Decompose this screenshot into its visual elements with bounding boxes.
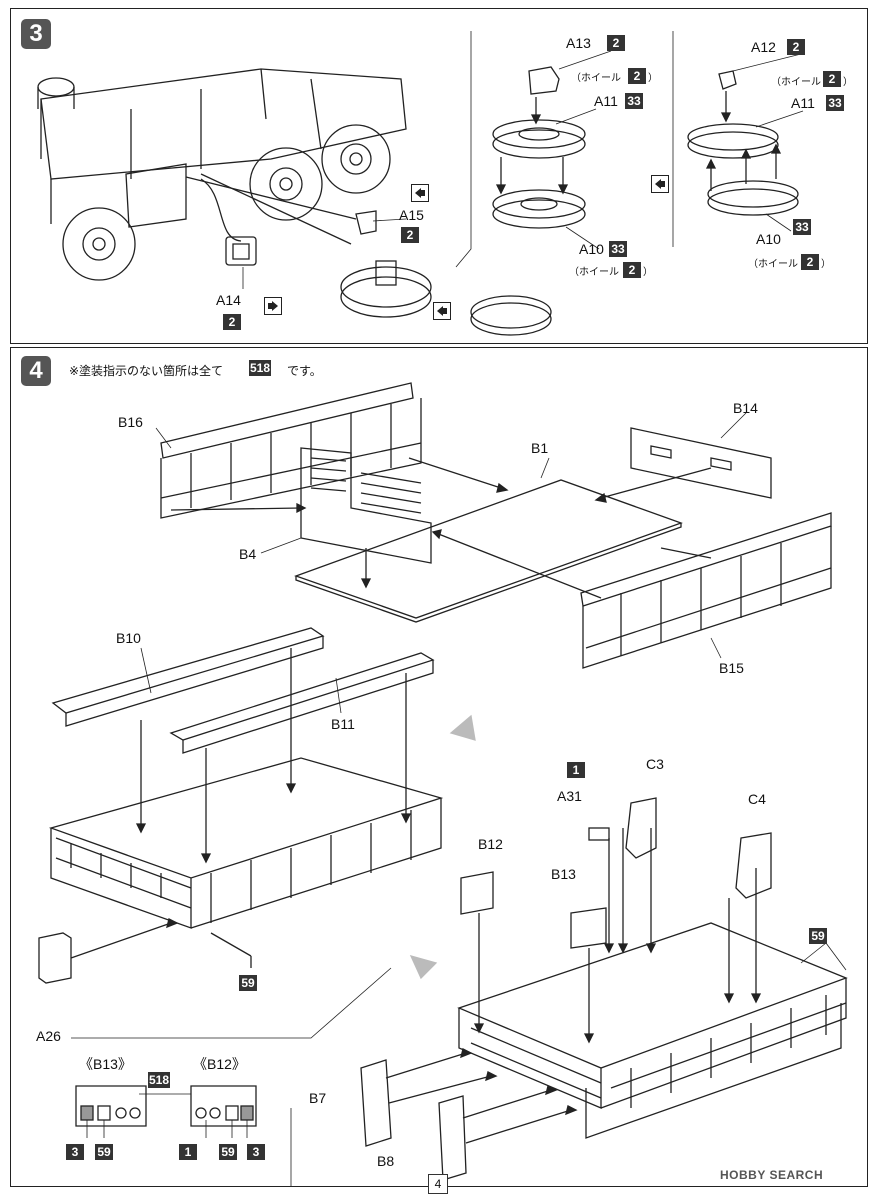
detail-label-b12: 《B12》 — [193, 1056, 246, 1072]
part-label-a15: A15 — [399, 207, 424, 223]
part-label-b7: B7 — [309, 1090, 327, 1106]
color-code-box: 59 — [95, 1144, 113, 1160]
part-label-a26: A26 — [36, 1028, 61, 1044]
rotate-view-icon — [651, 175, 669, 193]
wheel-note-end: ） — [821, 259, 831, 270]
color-code-box: 33 — [609, 241, 627, 257]
color-code-box: 2 — [607, 35, 625, 51]
part-label-b15: B15 — [719, 660, 744, 676]
color-code-box: 3 — [247, 1144, 265, 1160]
color-code-box: 2 — [787, 39, 805, 55]
color-code-box: 2 — [623, 262, 641, 278]
color-code-box: 59 — [239, 975, 257, 991]
part-label-a10: A10 — [579, 241, 604, 257]
step-3-illustration — [37, 31, 804, 336]
color-code-box: 3 — [66, 1144, 84, 1160]
color-code-box: 2 — [823, 71, 841, 87]
part-label-b4: B4 — [239, 546, 257, 562]
wheel-note: （ホイール — [569, 267, 619, 278]
wheel-note: （ホイール — [771, 77, 821, 88]
part-label-b10: B10 — [116, 630, 141, 646]
color-code-box: 2 — [801, 254, 819, 270]
color-code-box: 1 — [567, 762, 585, 778]
color-code-box: 33 — [826, 95, 844, 111]
color-code-box: 2 — [628, 68, 646, 84]
part-label-b14: B14 — [733, 400, 758, 416]
paint-note: ※塗装指示のない箇所は全て — [69, 364, 224, 378]
paint-note-suffix: です。 — [287, 364, 322, 378]
wheel-note-end: ） — [643, 267, 653, 278]
step-number-badge: 4 — [21, 356, 51, 386]
part-label-b1: B1 — [531, 440, 549, 456]
part-label-b8: B8 — [377, 1153, 395, 1169]
color-code-box: 59 — [219, 1144, 237, 1160]
part-label-a12: A12 — [751, 39, 776, 55]
step-4-panel: 4 ※塗装指示のない箇所は全て 518 です。 — [10, 347, 868, 1187]
part-label-a14: A14 — [216, 292, 241, 308]
color-code-box: 2 — [401, 227, 419, 243]
detail-label-b13: 《B13》 — [79, 1056, 132, 1072]
color-code-box: 33 — [793, 219, 811, 235]
part-label-b12: B12 — [478, 836, 503, 852]
color-code-box: 518 — [249, 360, 272, 376]
watermark: HOBBY SEARCH — [720, 1168, 824, 1182]
wheel-note-end: ） — [843, 77, 853, 88]
step-3-panel: 3 — [10, 8, 868, 344]
wheel-note: （ホイール — [748, 259, 798, 270]
part-label-b13: B13 — [551, 866, 576, 882]
page-number: 4 — [428, 1174, 448, 1194]
step-number-badge: 3 — [21, 19, 51, 49]
part-label-c3: C3 — [646, 756, 664, 772]
part-label-a13: A13 — [566, 35, 591, 51]
step-4-illustration — [38, 382, 848, 1186]
rotate-view-icon — [264, 297, 282, 315]
part-label-a31: A31 — [557, 788, 582, 804]
rotate-view-icon — [433, 302, 451, 320]
wheel-note: （ホイール — [571, 73, 621, 84]
part-label-b16: B16 — [118, 414, 143, 430]
part-label-a11: A11 — [594, 93, 618, 109]
color-code-box: 2 — [223, 314, 241, 330]
rotate-view-icon — [411, 184, 429, 202]
part-label-a10: A10 — [756, 231, 781, 247]
color-code-box: 33 — [625, 93, 643, 109]
part-label-b11: B11 — [331, 716, 355, 732]
color-code-box: 518 — [148, 1072, 171, 1088]
color-code-box: 1 — [179, 1144, 197, 1160]
color-code-box: 59 — [809, 928, 827, 944]
part-label-c4: C4 — [748, 791, 766, 807]
wheel-note-end: ） — [648, 73, 658, 84]
part-label-a11: A11 — [791, 95, 815, 111]
